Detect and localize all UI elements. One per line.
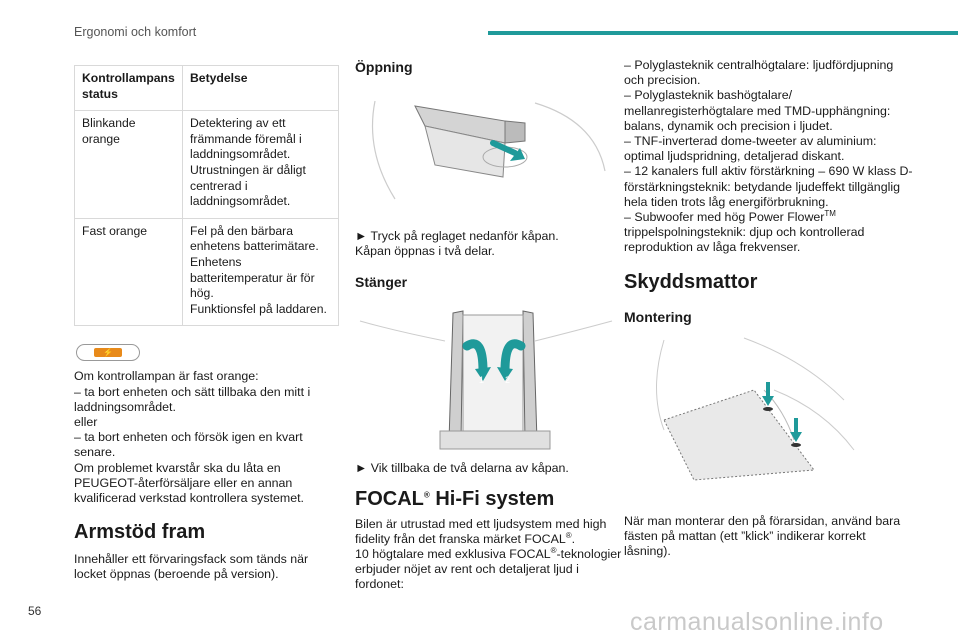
mats-heading: Skyddsmattor [624,270,758,293]
header-accent-bar [488,31,958,35]
table-cell-meaning: Detektering av ett främmande föremål i l… [182,110,339,219]
watermark: carmanualsonline.info [630,608,884,636]
focal-title-main: FOCAL [355,487,424,510]
armrest-body: Innehåller ett förvaringsfack som tänds … [74,552,309,582]
focal-line2-b: -teknologier erbjuder nöjet av rent och … [355,547,622,592]
focal-heading: FOCAL® Hi-Fi system [355,487,623,511]
step-label-1: 1 [479,375,484,385]
orange-lamp-instructions: Om kontrollampan är fast orange: – ta bo… [74,369,311,505]
status-table: Kontrollampans status Betydelse Blinkand… [74,64,339,327]
table-header-meaning: Betydelse [182,64,339,112]
focal-feature-list: – Polyglasteknik centralhögtalare: ljudf… [624,58,914,256]
focal-speakers-text: 10 högtalare med exklusiva FOCAL®-teknol… [355,545,623,593]
focal-title-rest: Hi-Fi system [429,487,555,510]
column-middle: Öppning ► Tryck på reglaget nedanför kåp… [355,58,623,593]
floor-mat-illustration [624,329,884,500]
focal-features-sup: TM [824,208,836,218]
table-row: Blinkande orange Detektering av ett främ… [74,110,339,219]
step-label-2: 2 [505,375,510,385]
table-header-status: Kontrollampans status [74,64,183,112]
charging-warning-icon: ⚡ [76,344,140,362]
focal-intro-b: . [571,531,576,546]
table-cell-status: Fast orange [74,217,183,327]
armrest-heading: Armstöd fram [74,521,206,544]
focal-line2-a: 10 högtalare med exklusiva FOCAL [355,547,551,562]
table-header-row: Kontrollampans status Betydelse [74,64,339,112]
table-row: Fast orange Fel på den bärbara enhetens … [74,217,339,327]
column-left: Kontrollampans status Betydelse Blinkand… [74,58,340,583]
column-right: – Polyglasteknik centralhögtalare: ljudf… [624,58,914,559]
focal-intro-sup: ® [565,530,572,540]
opening-heading: Öppning [355,59,413,75]
closing-instruction: ► Vik tillbaka de två delarna av kåpan. [355,461,569,476]
table-cell-status: Blinkande orange [74,110,183,219]
opening-instruction: ► Tryck på reglaget nedanför kåpan. Kåpa… [355,229,559,259]
focal-intro: Bilen är utrustad med ett ljudsystem med… [355,517,623,547]
mats-body: När man monterar den på förarsidan, anvä… [624,513,901,559]
table-cell-meaning: Fel på den bärbara enhetens batterimätar… [182,217,339,327]
focal-line2-sup: ® [550,545,557,555]
mats-subheading: Montering [624,308,692,325]
armrest-opening-illustration [355,81,617,221]
focal-features-b: trippelspolningsteknik: djup och kontrol… [624,225,865,255]
focal-features-a: – Polyglasteknik centralhögtalare: ljudf… [624,58,913,225]
focal-title-sup: ® [423,489,430,499]
closing-heading: Stänger [355,274,408,291]
page-number: 56 [28,604,42,618]
focal-intro-a: Bilen är utrustad med ett ljudsystem med… [355,516,607,546]
armrest-closing-illustration: 1 2 [355,301,617,452]
header-section-title: Ergonomi och komfort [74,25,197,39]
